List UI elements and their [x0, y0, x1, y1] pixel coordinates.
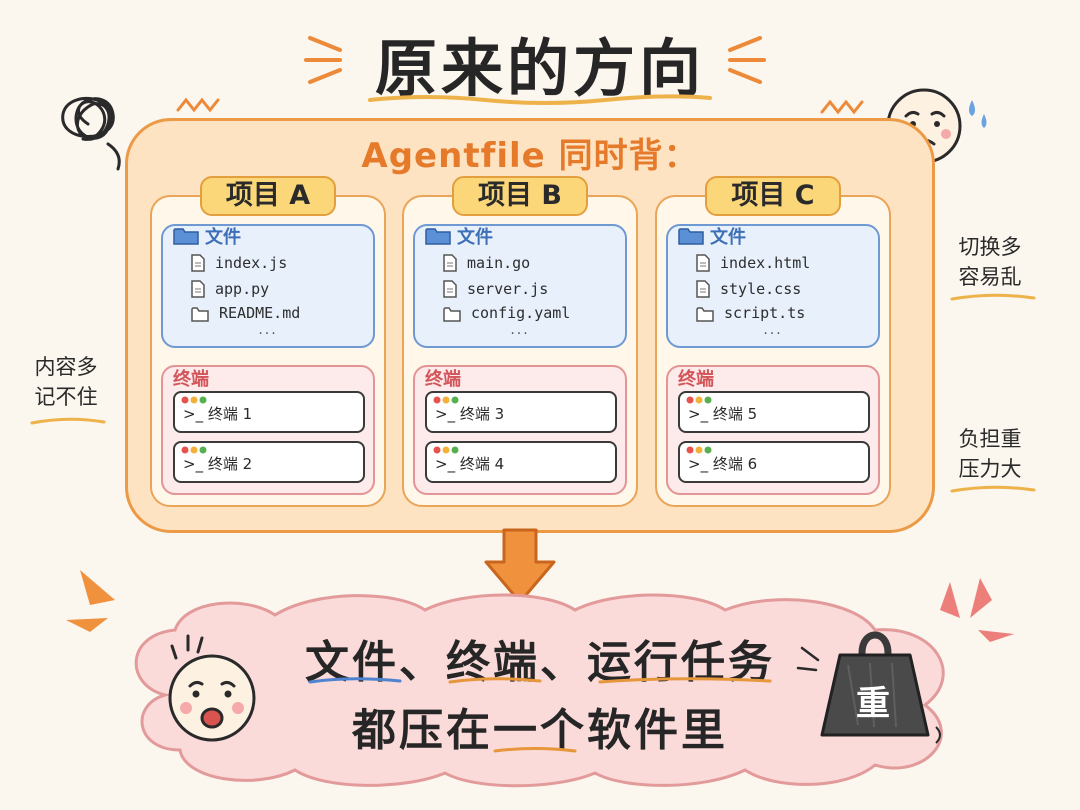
file-icon [191, 280, 205, 298]
file-item[interactable]: main.go [443, 252, 530, 274]
tangled-scribble-icon [61, 97, 121, 171]
file-icon [696, 280, 710, 298]
terminal-label: >_ 终端 5 [688, 405, 758, 423]
terminal-window[interactable]: >_ 终端 4 [425, 441, 617, 483]
terminal-window[interactable]: >_ 终端 3 [425, 391, 617, 433]
terminal-panel-a: 终端 >_ 终端 1 >_ 终端 2 [161, 365, 375, 495]
page-title: 原来的方向 [374, 32, 705, 105]
terminal-window[interactable]: >_ 终端 2 [173, 441, 365, 483]
file-icon [443, 254, 457, 272]
zigzag-left-icon [176, 97, 220, 113]
folder-icon [678, 228, 704, 245]
terminal-label: >_ 终端 2 [183, 455, 253, 473]
files-label: 文件 [457, 227, 493, 248]
terminal-header: 终端 [425, 369, 461, 390]
side-note-left-underline [30, 417, 106, 425]
side-note-right-top-underline [950, 293, 1036, 301]
files-panel-c: 文件 index.html style.css script.ts ··· [666, 224, 880, 348]
files-label: 文件 [205, 227, 241, 248]
window-dots-icon [181, 396, 207, 404]
terminal-label: >_ 终端 3 [435, 405, 505, 423]
window-dots-icon [433, 396, 459, 404]
burst-right-icon [940, 578, 1014, 642]
files-panel-a: 文件 index.js app.py README.md ··· [161, 224, 375, 348]
file-item[interactable]: script.ts [696, 302, 805, 324]
project-tag-a: 项目 A [200, 176, 336, 216]
files-header-b: 文件 [425, 226, 493, 250]
file-item[interactable]: index.html [696, 252, 810, 274]
file-icon [191, 254, 205, 272]
bottom-text-underline [308, 677, 772, 684]
folder-outline-icon [696, 307, 714, 322]
file-item[interactable]: style.css [696, 278, 801, 300]
burst-left-icon [66, 570, 115, 632]
terminal-panel-c: 终端 >_ 终端 5 >_ 终端 6 [666, 365, 880, 495]
side-note-right-bottom: 负担重 压力大 [958, 427, 1022, 481]
side-note-right-bottom-underline [950, 485, 1036, 493]
window-dots-icon [686, 396, 712, 404]
more-indicator: ··· [763, 326, 783, 342]
folder-icon [173, 228, 199, 245]
file-item[interactable]: app.py [191, 278, 269, 300]
window-dots-icon [433, 446, 459, 454]
terminal-label: >_ 终端 6 [688, 455, 758, 473]
agentfile-title: Agentfile 同时背： [361, 136, 699, 176]
side-note-left: 内容多 记不住 [34, 355, 98, 409]
project-tag-c: 项目 C [705, 176, 841, 216]
files-header-a: 文件 [173, 226, 241, 250]
terminal-panel-b: 终端 >_ 终端 3 >_ 终端 4 [413, 365, 627, 495]
files-panel-b: 文件 main.go server.js config.yaml ··· [413, 224, 627, 348]
file-icon [696, 254, 710, 272]
terminal-label: >_ 终端 4 [435, 455, 505, 473]
spark-left-icon [304, 36, 342, 84]
terminal-header: 终端 [173, 369, 209, 390]
motion-lines-icon [796, 646, 820, 672]
file-item[interactable]: server.js [443, 278, 548, 300]
bottom-line2-underline [493, 747, 577, 753]
terminal-window[interactable]: >_ 终端 5 [678, 391, 870, 433]
bottom-cloud [134, 593, 945, 788]
terminal-window[interactable]: >_ 终端 1 [173, 391, 365, 433]
zigzag-right-icon [820, 99, 864, 115]
terminal-window[interactable]: >_ 终端 6 [678, 441, 870, 483]
spark-right-icon [728, 36, 766, 84]
down-arrow-icon [484, 528, 556, 604]
window-dots-icon [686, 446, 712, 454]
folder-icon [425, 228, 451, 245]
project-tag-b: 项目 B [452, 176, 588, 216]
file-item[interactable]: README.md [191, 302, 300, 324]
files-header-c: 文件 [678, 226, 746, 250]
crying-face-icon [168, 634, 256, 742]
folder-outline-icon [191, 307, 209, 322]
file-item[interactable]: index.js [191, 252, 287, 274]
files-label: 文件 [710, 227, 746, 248]
file-icon [443, 280, 457, 298]
file-item[interactable]: config.yaml [443, 302, 570, 324]
folder-outline-icon [443, 307, 461, 322]
weight-label: 重 [856, 684, 890, 724]
more-indicator: ··· [258, 326, 278, 342]
terminal-header: 终端 [678, 369, 714, 390]
side-note-right-top: 切换多 容易乱 [958, 235, 1022, 289]
terminal-label: >_ 终端 1 [183, 405, 253, 423]
more-indicator: ··· [510, 326, 530, 342]
window-dots-icon [181, 446, 207, 454]
title-underline [368, 94, 712, 105]
weight-icon [820, 631, 941, 744]
